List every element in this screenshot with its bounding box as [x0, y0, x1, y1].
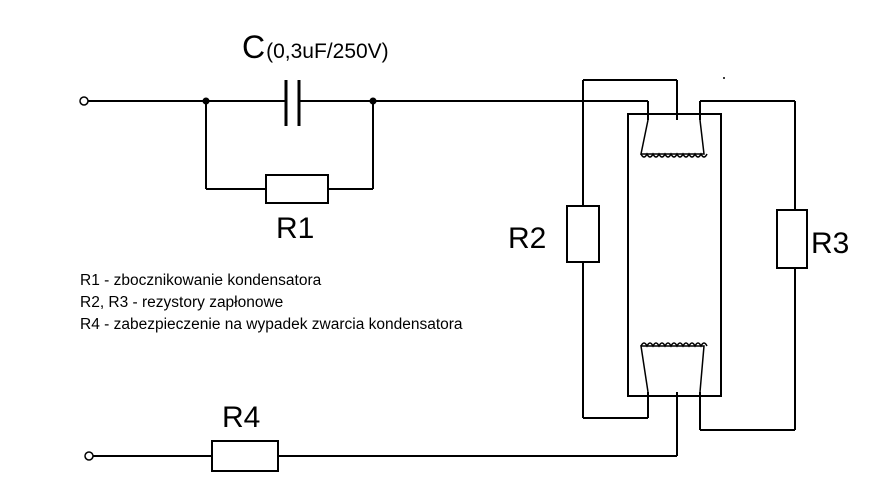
bottom-filament — [640, 342, 708, 393]
resistor-r2 — [566, 205, 600, 263]
legend-line-r2-r3: R2, R3 - rezystory zapłonowe — [80, 294, 283, 311]
legend-line-r1: R1 - zbocznikowanie kondensatora — [80, 272, 322, 289]
r2-branch — [582, 79, 678, 419]
resistor-r3 — [776, 209, 808, 269]
fluorescent-tube — [627, 113, 722, 397]
capacitor-c — [284, 80, 301, 126]
legend-line-r4: R4 - zabezpieczenie na wypadek zwarcia k… — [80, 316, 463, 333]
r3-branch — [699, 100, 796, 431]
top-supply-wire — [88, 100, 649, 120]
legend: R1 - zbocznikowanie kondensatora R2, R3 … — [80, 272, 463, 333]
r2-label: R2 — [508, 222, 546, 255]
r3-label: R3 — [811, 227, 849, 260]
r1-branch — [205, 101, 374, 190]
top-filament — [640, 119, 708, 158]
input-terminal-top — [79, 96, 89, 106]
capacitor-label: C(0,3uF/250V) — [242, 29, 389, 65]
resistor-r1 — [265, 174, 329, 204]
stray-mark — [723, 77, 725, 79]
input-terminal-bottom — [84, 451, 94, 461]
resistor-r4 — [211, 440, 279, 472]
r1-label: R1 — [276, 212, 314, 245]
r4-label: R4 — [222, 401, 260, 434]
bottom-supply-wire — [93, 392, 678, 457]
